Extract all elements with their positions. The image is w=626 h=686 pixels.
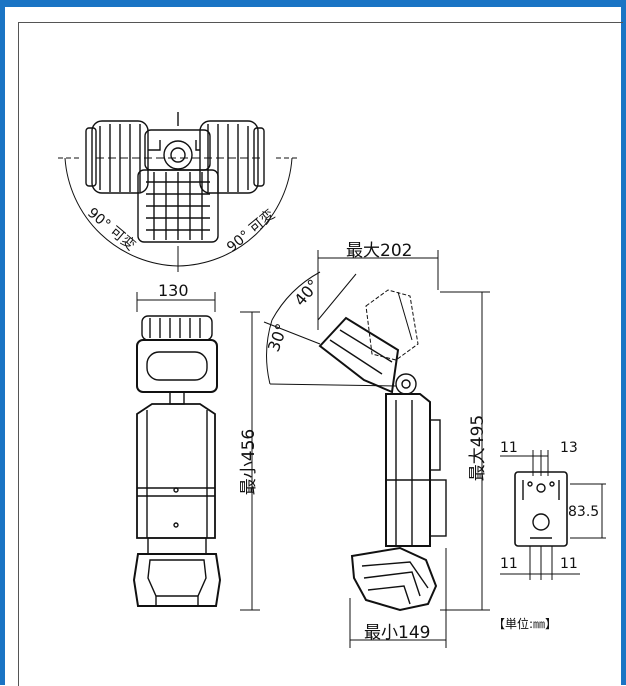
frame-left-accent bbox=[0, 0, 5, 685]
side-height-dimension bbox=[440, 291, 490, 611]
bracket-top-right-label: 13 bbox=[560, 440, 578, 456]
bracket-top-left-label: 11 bbox=[500, 440, 518, 456]
bracket-dimensions bbox=[500, 450, 606, 580]
side-view-fixture bbox=[263, 250, 447, 612]
mount-bracket bbox=[514, 471, 568, 547]
side-max-width-label: 最大202 bbox=[346, 241, 412, 261]
frame-right-accent bbox=[621, 0, 626, 685]
front-width-label: 130 bbox=[158, 281, 189, 300]
bracket-bottom-right-label: 11 bbox=[560, 556, 578, 572]
side-min-width-label: 最小149 bbox=[364, 623, 430, 643]
unit-note: 【単位:㎜】 bbox=[493, 616, 557, 631]
side-angle-lower-label: 30° bbox=[264, 321, 292, 354]
side-bottom-dimension bbox=[349, 548, 447, 648]
frame-top-accent bbox=[0, 0, 626, 7]
top-left-angle-label: 90° 可変 bbox=[84, 204, 139, 254]
front-height-label: 最小456 bbox=[239, 429, 259, 495]
side-max-height-label: 最大495 bbox=[468, 415, 488, 481]
drawing-border bbox=[18, 22, 623, 686]
front-view-fixture bbox=[132, 292, 222, 607]
front-height-dimension bbox=[240, 311, 260, 611]
rotation-arcs bbox=[58, 157, 298, 272]
bracket-bottom-left-label: 11 bbox=[500, 556, 518, 572]
top-right-angle-label: 90° 可変 bbox=[223, 206, 278, 256]
bracket-height-label: 83.5 bbox=[568, 504, 599, 520]
